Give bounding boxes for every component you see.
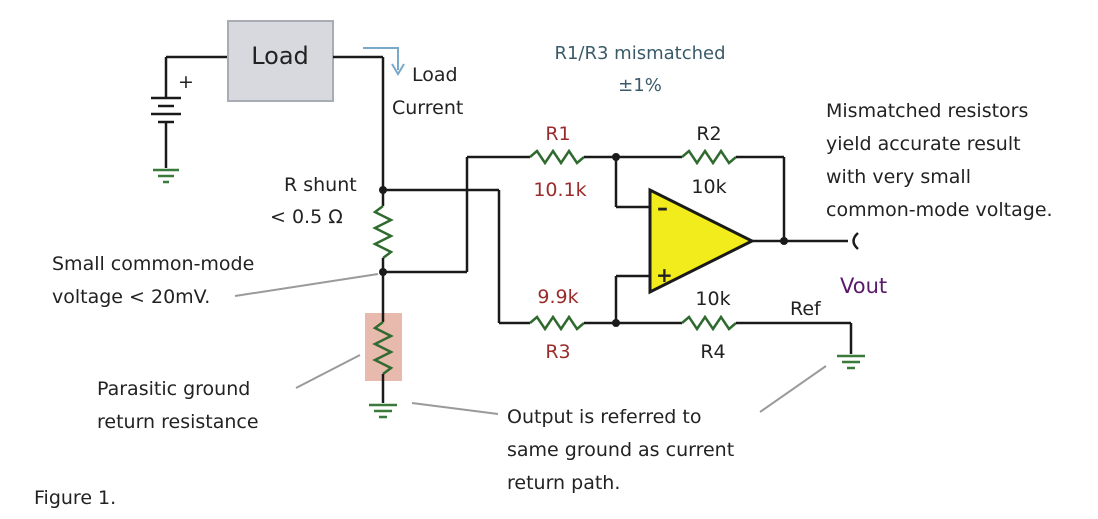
mismatch-note-line-1: Mismatched resistors xyxy=(826,100,1028,122)
mismatch-note-line-2: yield accurate result xyxy=(826,133,1021,155)
opamp-symbol xyxy=(648,187,756,295)
figure-caption: Figure 1. xyxy=(34,487,116,509)
output-leader-left xyxy=(411,402,499,415)
opamp-plus-label: + xyxy=(656,263,673,287)
load-current-label-1: Load xyxy=(412,64,458,86)
parasitic-note-line-1: Parasitic ground xyxy=(97,378,250,400)
r2-value: 10k xyxy=(691,176,726,198)
vout-label: Vout xyxy=(840,274,887,298)
parasitic-leader-line xyxy=(295,354,361,389)
rshunt-label: R shunt xyxy=(284,174,357,196)
battery-plus-label: + xyxy=(178,71,194,93)
mismatch-label-1: R1/R3 mismatched xyxy=(554,43,725,64)
ref-label: Ref xyxy=(790,298,822,320)
load-label: Load xyxy=(251,42,309,70)
r1-value: 10.1k xyxy=(533,179,586,201)
rshunt-value: < 0.5 Ω xyxy=(270,206,343,228)
r4-label: R4 xyxy=(700,341,725,363)
output-note-line-2: same ground as current xyxy=(507,439,734,461)
parasitic-note-line-2: return resistance xyxy=(97,411,259,433)
r3-resistor xyxy=(529,314,585,332)
parasitic-ground-symbol xyxy=(369,403,397,419)
r1-label: R1 xyxy=(545,123,570,145)
parasitic-resistor xyxy=(372,321,394,375)
r3-value: 9.9k xyxy=(537,286,578,308)
load-current-label-2: Current xyxy=(392,97,463,119)
load-current-arrow xyxy=(363,47,405,76)
r1-resistor xyxy=(529,148,585,166)
r2-resistor xyxy=(681,148,737,166)
r4-value: 10k xyxy=(695,288,730,310)
vout-terminal xyxy=(852,232,859,250)
load-box xyxy=(227,20,334,102)
mismatch-note-line-3: with very small xyxy=(826,166,971,188)
output-note-line-3: return path. xyxy=(507,472,620,494)
r2-label: R2 xyxy=(696,123,721,145)
r3-label: R3 xyxy=(545,341,570,363)
battery xyxy=(151,55,228,168)
opamp-minus-label: – xyxy=(657,196,668,221)
mismatch-note-line-4: common-mode voltage. xyxy=(826,199,1053,221)
ref-ground-symbol xyxy=(837,354,865,370)
battery-ground-symbol xyxy=(153,168,179,184)
output-leader-right xyxy=(759,365,827,413)
cm-leader-line xyxy=(234,273,379,297)
cm-note-line-1: Small common-mode xyxy=(52,253,254,275)
shunt-resistor xyxy=(372,205,394,259)
output-note-line-1: Output is referred to xyxy=(507,406,701,428)
cm-note-line-2: voltage < 20mV. xyxy=(52,286,210,308)
r4-resistor xyxy=(681,314,737,332)
mismatch-label-2: ±1% xyxy=(618,75,662,96)
